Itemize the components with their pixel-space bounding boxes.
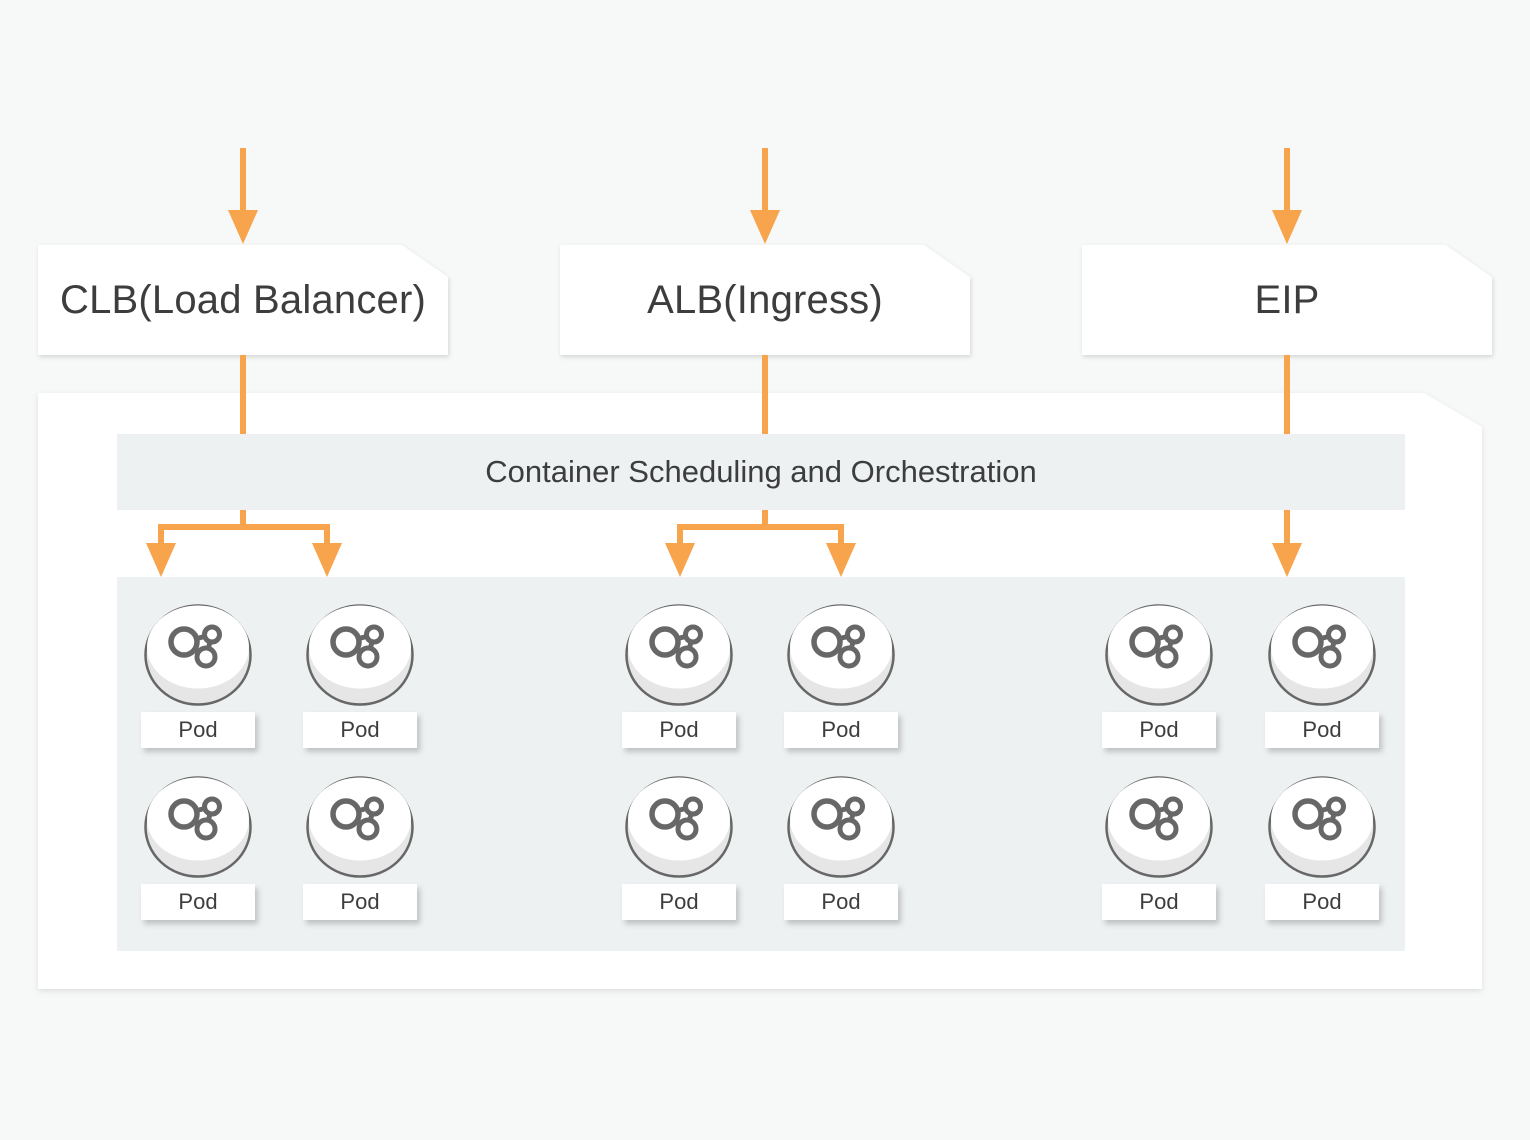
pod-label: Pod bbox=[1102, 712, 1216, 748]
pod-icon bbox=[785, 603, 897, 707]
pod: Pod bbox=[614, 603, 744, 748]
pod-label: Pod bbox=[784, 712, 898, 748]
orchestration-banner-label: Container Scheduling and Orchestration bbox=[485, 454, 1037, 489]
pod-label: Pod bbox=[141, 712, 255, 748]
pod: Pod bbox=[1257, 775, 1387, 920]
pod-label: Pod bbox=[622, 712, 736, 748]
pod: Pod bbox=[614, 775, 744, 920]
pod: Pod bbox=[295, 603, 425, 748]
eip-node: EIP bbox=[1082, 245, 1492, 355]
pod: Pod bbox=[1257, 603, 1387, 748]
pod-icon bbox=[623, 775, 735, 879]
pod-label: Pod bbox=[303, 712, 417, 748]
pod: Pod bbox=[133, 603, 263, 748]
pod: Pod bbox=[776, 603, 906, 748]
pod-icon bbox=[785, 775, 897, 879]
pod-label: Pod bbox=[622, 884, 736, 920]
orchestration-banner: Container Scheduling and Orchestration bbox=[117, 434, 1405, 510]
eip-node-label: EIP bbox=[1254, 277, 1320, 322]
pod: Pod bbox=[295, 775, 425, 920]
pod-icon bbox=[1266, 603, 1378, 707]
eip-to-banner-line bbox=[1284, 355, 1290, 434]
pod-icon bbox=[1266, 775, 1378, 879]
pod: Pod bbox=[776, 775, 906, 920]
pod: Pod bbox=[133, 775, 263, 920]
pod-label: Pod bbox=[141, 884, 255, 920]
pod-icon bbox=[1103, 775, 1215, 879]
clb-node: CLB(Load Balancer) bbox=[38, 245, 448, 355]
pod-icon bbox=[142, 775, 254, 879]
pod-label: Pod bbox=[784, 884, 898, 920]
pod-icon bbox=[1103, 603, 1215, 707]
pod-icon bbox=[623, 603, 735, 707]
alb-node: ALB(Ingress) bbox=[560, 245, 970, 355]
clb-node-label: CLB(Load Balancer) bbox=[59, 277, 427, 322]
alb-node-label: ALB(Ingress) bbox=[647, 277, 883, 322]
pod-icon bbox=[142, 603, 254, 707]
alb-to-banner-line bbox=[762, 355, 768, 434]
pod-icon bbox=[304, 775, 416, 879]
pod-label: Pod bbox=[1265, 712, 1379, 748]
pod-label: Pod bbox=[1102, 884, 1216, 920]
pod-label: Pod bbox=[303, 884, 417, 920]
clb-to-banner-line bbox=[240, 355, 246, 434]
pod-label: Pod bbox=[1265, 884, 1379, 920]
pod: Pod bbox=[1094, 603, 1224, 748]
pod-icon bbox=[304, 603, 416, 707]
pod: Pod bbox=[1094, 775, 1224, 920]
